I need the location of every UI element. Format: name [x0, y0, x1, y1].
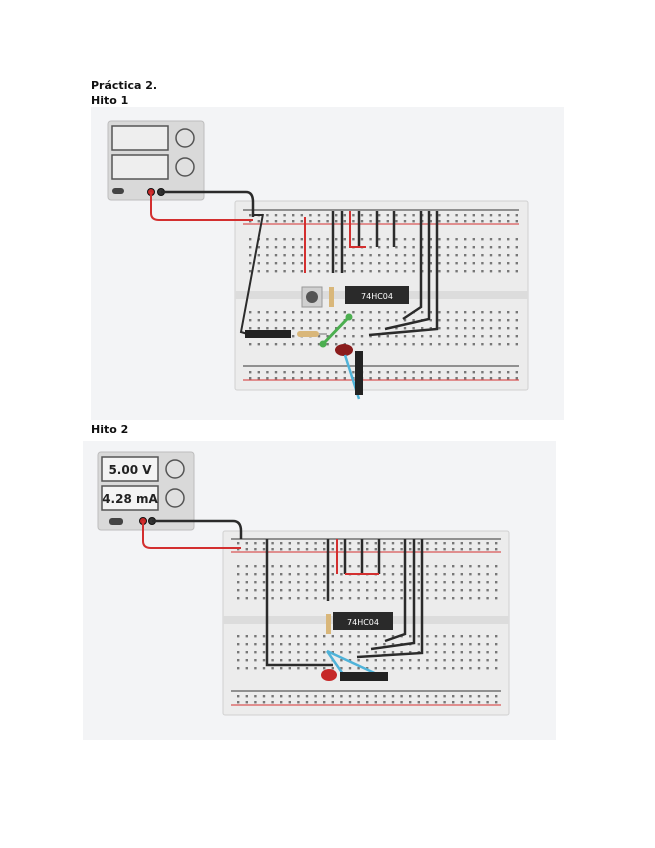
circuit-2-figure: 5.00 V 4.28 mA 74HC04 — [83, 441, 556, 740]
circuit-1-figure: 74HC04 — [91, 107, 564, 420]
hito-2-heading: Hito 2 — [91, 423, 129, 436]
practice-heading: Práctica 2. — [91, 79, 158, 92]
psu-current-readout: 4.28 mA — [102, 492, 158, 506]
chip-1-label: 74HC04 — [361, 292, 393, 301]
hito-1-heading: Hito 1 — [91, 94, 129, 107]
psu-voltage-readout: 5.00 V — [108, 463, 152, 477]
power-supply-2: 5.00 V 4.28 mA — [97, 451, 195, 531]
power-supply-1 — [107, 120, 205, 201]
chip-2-label: 74HC04 — [347, 618, 379, 627]
